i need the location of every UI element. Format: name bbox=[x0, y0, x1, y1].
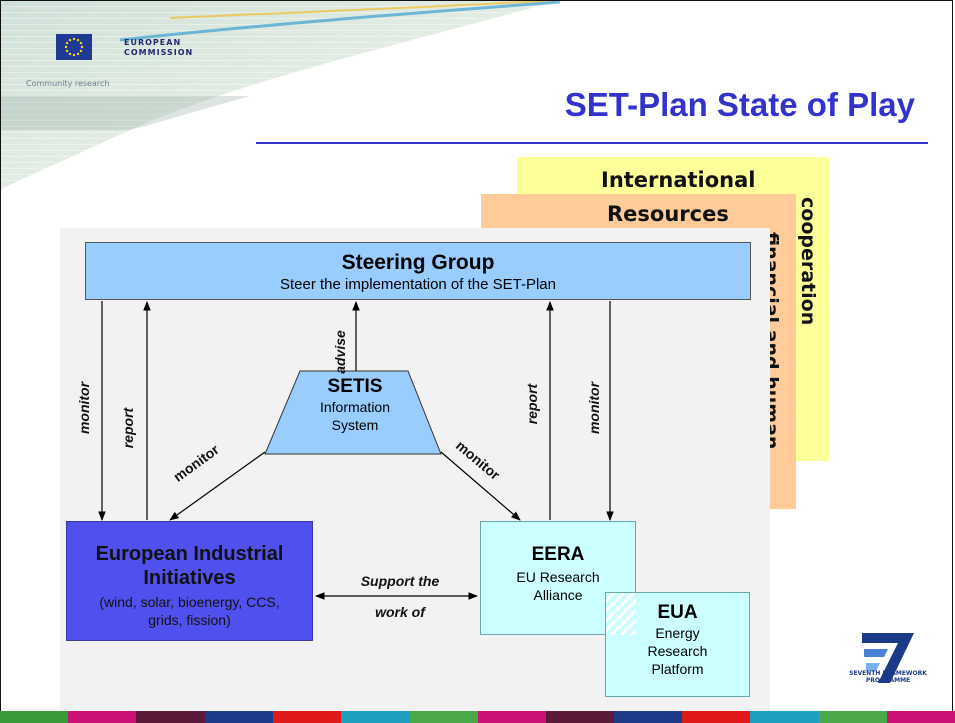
seventh-framework-logo bbox=[862, 633, 914, 683]
color-bar-segment bbox=[341, 711, 410, 723]
eua-title: EUA bbox=[657, 602, 698, 623]
support-the-work-of-label: Support the work of bbox=[325, 566, 475, 628]
support-line-2: work of bbox=[375, 604, 425, 620]
eera-eua-overlap bbox=[605, 592, 636, 635]
color-bar-segment bbox=[682, 711, 751, 723]
monitor-diag-left-arrow bbox=[169, 451, 266, 521]
eera-title: EERA bbox=[531, 544, 585, 565]
setis-node: SETIS Information System bbox=[300, 376, 410, 434]
steering-group-subtitle: Steer the implementation of the SET-Plan bbox=[280, 276, 556, 293]
page-title: SET-Plan State of Play bbox=[564, 86, 915, 123]
title-divider bbox=[256, 142, 928, 144]
resources-heading: Resources bbox=[607, 202, 729, 226]
eii-title-line-2: Initiatives bbox=[143, 567, 236, 589]
european-commission-logo: EUROPEAN COMMISSION bbox=[40, 26, 220, 82]
support-line-1: Support the bbox=[360, 573, 440, 589]
steering-group-title: Steering Group bbox=[341, 251, 495, 274]
eera-line-1: EU Research bbox=[516, 569, 600, 585]
report-right-label: report bbox=[524, 383, 541, 425]
setis-line-2: System bbox=[331, 417, 379, 433]
color-bar-segment bbox=[68, 711, 137, 723]
color-bar-segment bbox=[545, 711, 614, 723]
eua-line-2: Research bbox=[647, 643, 708, 659]
monitor-diag-right-arrow bbox=[440, 451, 521, 521]
color-bar-segment bbox=[750, 711, 819, 723]
color-bar-segment bbox=[204, 711, 273, 723]
setis-title: SETIS bbox=[327, 376, 383, 397]
fp7-line-1: SEVENTH FRAMEWORK bbox=[849, 670, 927, 677]
international-heading: International bbox=[601, 168, 756, 192]
color-bar-segment bbox=[272, 711, 342, 723]
setis-trapezoid bbox=[264, 370, 442, 455]
color-bar-segment bbox=[886, 711, 955, 723]
eua-line-1: Energy bbox=[655, 625, 700, 641]
report-left-label: report bbox=[120, 407, 137, 449]
header-background bbox=[0, 0, 561, 190]
color-bar-segment bbox=[136, 711, 205, 723]
monitor-right-label: monitor bbox=[586, 381, 603, 435]
color-bar-segment bbox=[613, 711, 683, 723]
color-bar-segment bbox=[409, 711, 478, 723]
logo-line-2: COMMISSION bbox=[124, 48, 194, 57]
community-research-label: Community research bbox=[26, 79, 110, 88]
steering-group-box: Steering Group Steer the implementation … bbox=[85, 242, 751, 300]
european-industrial-initiatives-box: European Industrial Initiatives (wind, s… bbox=[66, 521, 313, 641]
fp7-caption: SEVENTH FRAMEWORK PROGRAMME bbox=[842, 670, 934, 684]
eera-line-2: Alliance bbox=[533, 587, 583, 603]
eii-sub-line-2: grids, fission) bbox=[148, 612, 231, 628]
color-bar-segment bbox=[818, 711, 887, 723]
monitor-left-label: monitor bbox=[76, 381, 93, 435]
advise-label: advise bbox=[331, 330, 348, 374]
color-bar-segment bbox=[0, 711, 69, 723]
eua-line-3: Platform bbox=[651, 661, 704, 677]
setis-line-1: Information bbox=[319, 399, 391, 415]
fp7-line-2: PROGRAMME bbox=[865, 677, 911, 684]
logo-line-1: EUROPEAN bbox=[124, 38, 182, 47]
color-bar-segment bbox=[477, 711, 546, 723]
cooperation-label: cooperation bbox=[797, 197, 819, 326]
eii-title-line-1: European Industrial bbox=[95, 543, 284, 565]
eii-sub-line-1: (wind, solar, bioenergy, CCS, bbox=[99, 594, 280, 610]
eu-flag-icon bbox=[56, 34, 92, 60]
bottom-color-bar bbox=[0, 711, 955, 723]
